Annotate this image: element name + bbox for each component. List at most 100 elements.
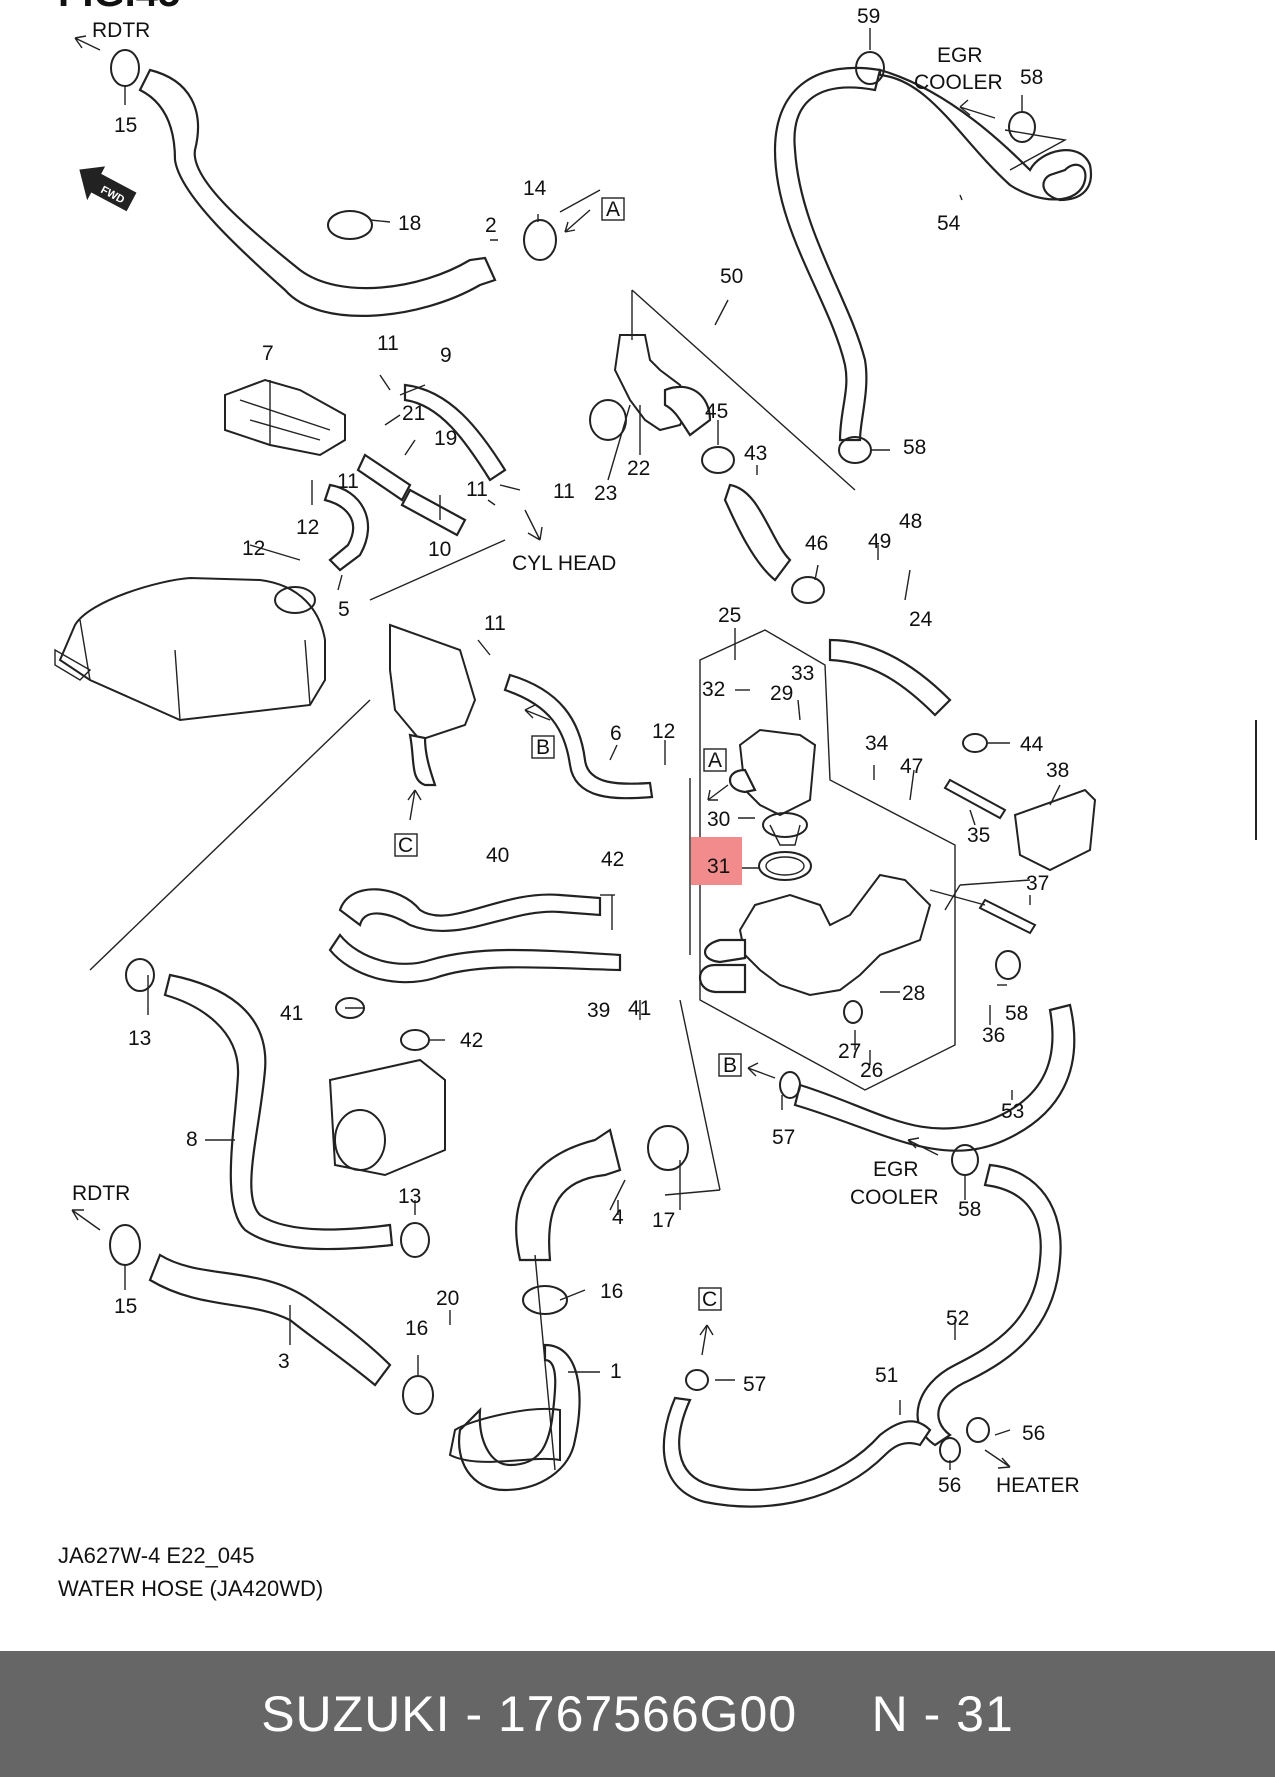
part-label-7: 7 — [262, 342, 274, 365]
part-label-13a: 13 — [128, 1027, 151, 1050]
part-label-47: 47 — [900, 755, 923, 778]
part-label-22: 22 — [627, 457, 650, 480]
part-label-40: 40 — [486, 844, 509, 867]
hose-group — [138, 66, 1093, 1508]
ref-a-mid: A — [708, 749, 722, 772]
part-label-11b: 11 — [337, 470, 359, 493]
bolt-35 — [943, 778, 1007, 820]
hose-10b — [400, 488, 467, 537]
part-label-12a: 12 — [296, 516, 319, 539]
part-label-52: 52 — [946, 1307, 969, 1330]
arrow-b-top — [524, 704, 551, 721]
part-label-15a: 15 — [114, 114, 137, 137]
arrow-b-bottom — [747, 1062, 776, 1079]
part-label-25: 25 — [718, 604, 741, 627]
figure-title: WATER HOSE (JA420WD) — [58, 1576, 323, 1601]
arrow-rdtr-top — [74, 35, 101, 51]
footer-bar: SUZUKI - 1767566G00 N - 31 — [0, 1651, 1275, 1777]
hose-8 — [163, 973, 394, 1251]
hose-53 — [793, 1003, 1076, 1152]
part-label-30: 30 — [707, 808, 730, 831]
part-label-53: 53 — [1001, 1100, 1024, 1123]
part-label-10: 10 — [428, 538, 451, 561]
callout-cooler-bottom: COOLER — [850, 1186, 939, 1209]
hose-24 — [828, 638, 952, 717]
part-label-57a: 57 — [772, 1126, 795, 1149]
footer-gap — [797, 1685, 871, 1743]
highlight-part-31 — [691, 837, 742, 885]
part-label-39: 39 — [587, 999, 610, 1022]
arrow-c-top — [407, 789, 422, 821]
hose-43 — [723, 483, 792, 582]
part-label-12b: 12 — [242, 537, 265, 560]
part-label-14: 14 — [523, 177, 547, 200]
hose-1 — [458, 1343, 581, 1492]
part-label-32: 32 — [702, 678, 725, 701]
part-label-51: 51 — [875, 1364, 898, 1387]
hose-39 — [328, 933, 622, 984]
part-label-31: 31 — [707, 855, 730, 878]
hose-5 — [323, 483, 370, 572]
part-label-9: 9 — [440, 344, 452, 367]
callout-cyl-head: CYL HEAD — [512, 552, 616, 575]
part-label-59: 59 — [857, 5, 880, 28]
arrow-c-bottom — [699, 1324, 714, 1356]
part-label-49: 49 — [868, 530, 891, 553]
part-label-11d: 11 — [553, 480, 575, 503]
part-label-42a: 42 — [601, 848, 624, 871]
clamp-16-top — [522, 1285, 568, 1315]
leader-lines — [89, 28, 1068, 1471]
arrows — [71, 35, 1011, 1469]
fwd-arrow-icon: FWD — [79, 166, 137, 212]
clamp-17 — [647, 1125, 689, 1171]
gasket-23 — [589, 399, 627, 441]
part-label-58a: 58 — [1020, 66, 1043, 89]
part-label-23: 23 — [594, 482, 617, 505]
part-label-11a: 11 — [377, 332, 399, 355]
part-label-56b: 56 — [938, 1474, 961, 1497]
callout-rdtr-top: RDTR — [92, 19, 150, 42]
clamp-15-bottom — [109, 1224, 141, 1266]
part-label-41a: 41 — [280, 1002, 303, 1025]
clamp-15-top — [110, 49, 140, 87]
part-label-24: 24 — [909, 608, 933, 631]
hose-10 — [356, 453, 412, 502]
clamp-16-bottom — [402, 1375, 434, 1415]
arrow-cylhead — [524, 509, 543, 541]
hose-6 — [503, 673, 654, 800]
components — [54, 334, 1097, 1463]
part-label-44: 44 — [1020, 733, 1044, 756]
gasket-31 — [758, 851, 812, 881]
ring-44 — [962, 733, 988, 753]
part-label-19: 19 — [434, 427, 457, 450]
part-label-2: 2 — [485, 214, 497, 237]
hose-3 — [148, 1253, 392, 1387]
part-label-12c: 12 — [652, 720, 675, 743]
hose-2 — [138, 68, 497, 317]
ring-27 — [843, 1000, 863, 1024]
bolt-37 — [978, 898, 1037, 935]
part-label-34: 34 — [865, 732, 889, 755]
hose-4 — [515, 1128, 622, 1262]
ref-c-top: C — [398, 834, 413, 857]
clamp-56-a — [966, 1417, 990, 1443]
bracket-b — [389, 623, 477, 742]
part-label-27: 27 — [838, 1040, 861, 1063]
bracket-38 — [1013, 788, 1097, 872]
part-label-42b: 42 — [460, 1029, 483, 1052]
part-label-5: 5 — [338, 598, 350, 621]
ref-c-bottom: C — [702, 1288, 717, 1311]
footer-separator: - — [450, 1686, 498, 1742]
reservoir-cap — [274, 586, 316, 614]
bracket-7 — [224, 378, 346, 457]
clamp-46 — [791, 576, 825, 604]
clamp-18 — [327, 210, 373, 240]
clamp-42 — [400, 1029, 430, 1051]
part-label-37: 37 — [1026, 872, 1049, 895]
part-label-3: 3 — [278, 1350, 290, 1373]
figure-code: JA627W-4 E22_045 — [58, 1543, 255, 1568]
part-label-18: 18 — [398, 212, 421, 235]
thermostat-30 — [762, 812, 808, 838]
hose-51 — [662, 1396, 932, 1508]
part-label-50: 50 — [720, 265, 743, 288]
